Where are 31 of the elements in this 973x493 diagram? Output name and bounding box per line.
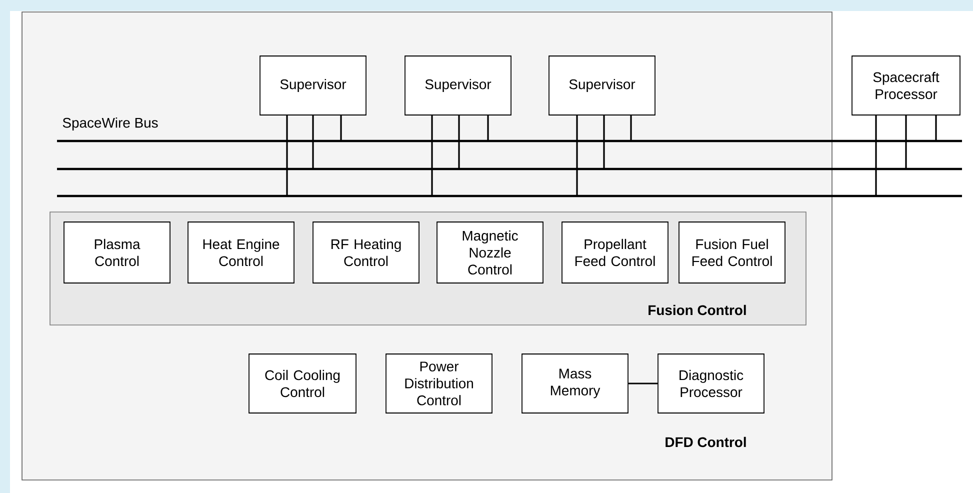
bus-connector [312,115,314,169]
connector-line [628,382,658,384]
component-box: Power Distribution Control [386,354,492,414]
component-box: Propellant Feed Control [562,222,668,284]
bus-connector [431,115,433,196]
component-box: Supervisor [260,56,366,116]
component-box: Spacecraft Processor [852,56,960,116]
component-box: Diagnostic Processor [658,354,764,414]
bus-connector [576,115,578,196]
bus-connector [487,115,489,141]
bus-line [57,168,962,170]
component-box: Mass Memory [522,354,628,414]
bus-connector [286,115,288,196]
bus-connector [935,115,937,141]
component-box: Coil Cooling Control [248,354,356,414]
bus-connector [630,115,632,141]
bus-connector [458,115,460,169]
bus-connector [603,115,605,169]
bus-line [57,194,962,198]
component-box: Plasma Control [64,222,170,284]
bus-connector [875,115,877,196]
component-box: Supervisor [548,56,656,116]
component-box: Heat Engine Control [188,222,294,284]
component-box: RF Heating Control [312,222,420,284]
component-box: Magnetic Nozzle Control [436,222,544,284]
bus-connector [905,115,907,169]
bus-line [57,140,962,142]
component-box: Supervisor [404,56,512,116]
bus-label: SpaceWire Bus [62,118,158,130]
component-box: Fusion Fuel Feed Control [678,222,786,284]
bus-connector [340,115,342,141]
